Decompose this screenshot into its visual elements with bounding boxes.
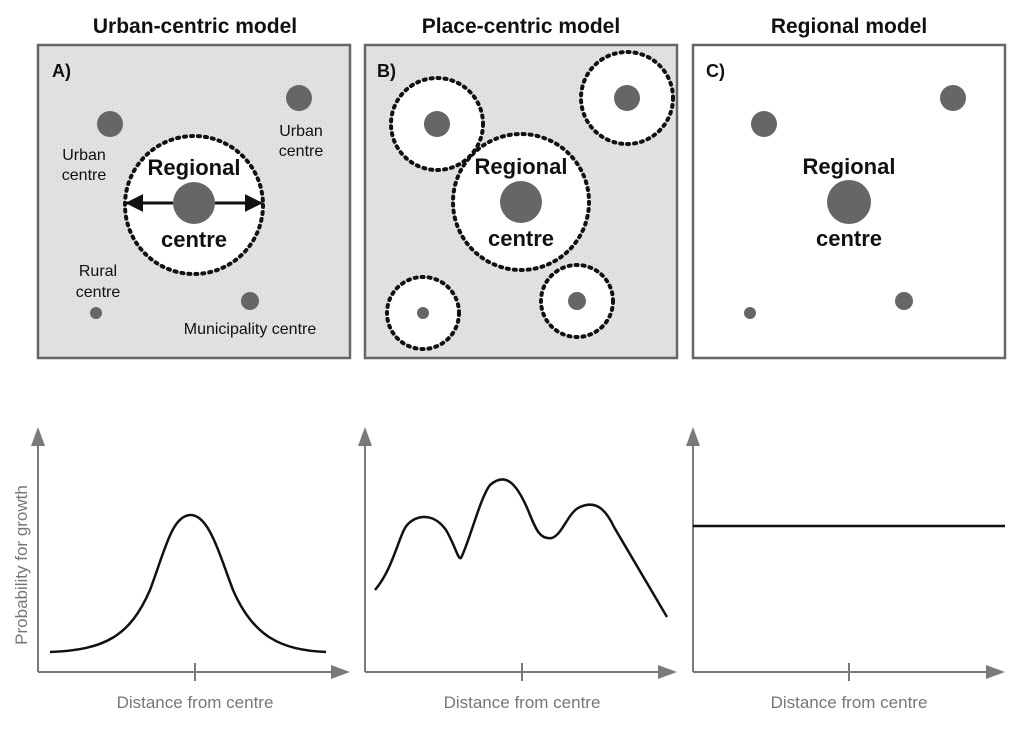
regional-label-line2: centre [488, 226, 554, 251]
regional-label-line2: centre [161, 227, 227, 252]
graph-b-x-label: Distance from centre [444, 693, 601, 712]
panel-a-letter: A) [52, 61, 71, 81]
rural-centre-dot [417, 307, 429, 319]
regional-centre-dot [500, 181, 542, 223]
urban-centre-left-line1: Urban [62, 147, 106, 164]
regional-label-line1: Regional [475, 154, 568, 179]
urban-centre-right-line1: Urban [279, 123, 323, 140]
urban-centre-right-dot [286, 85, 312, 111]
graph-b-x-arrowhead [658, 665, 677, 679]
regional-label-line1: Regional [148, 155, 241, 180]
panel-c-map: C) Regional centre [691, 43, 1007, 360]
panel-c-letter: C) [706, 61, 725, 81]
title-place-centric: Place-centric model [422, 15, 620, 38]
graph-a-x-arrowhead [331, 665, 350, 679]
graph-c-y-arrowhead [686, 427, 700, 446]
rural-centre-dot [744, 307, 756, 319]
municipality-centre-label: Municipality centre [184, 321, 317, 338]
title-regional: Regional model [771, 15, 927, 38]
urban-centre-left-dot [751, 111, 777, 137]
graph-b-y-arrowhead [358, 427, 372, 446]
graph-a-y-arrowhead [31, 427, 45, 446]
regional-centre-dot [173, 182, 215, 224]
municipality-centre-dot [568, 292, 586, 310]
title-urban-centric: Urban-centric model [93, 15, 297, 38]
urban-centre-left-dot [424, 111, 450, 137]
graph-b: Distance from centre [358, 427, 677, 712]
graph-c-x-arrowhead [986, 665, 1005, 679]
graph-b-growth-curve [374, 478, 669, 618]
regional-label-line2: centre [816, 226, 882, 251]
panel-b-letter: B) [377, 61, 396, 81]
panel-b-map: B) Regional centre [363, 43, 679, 360]
urban-centre-right-line2: centre [279, 143, 324, 160]
panel-a-map: A) Regional centre Urban centre Urban ce… [36, 43, 352, 360]
graph-a-growth-curve [49, 513, 327, 654]
graph-c: Distance from centre [686, 427, 1005, 712]
rural-centre-line1: Rural [79, 263, 117, 280]
urban-centre-right-dot [940, 85, 966, 111]
urban-centre-left-dot [97, 111, 123, 137]
graph-a-x-label: Distance from centre [117, 693, 274, 712]
urban-centre-right-dot [614, 85, 640, 111]
graph-a: Distance from centre Probability for gro… [12, 427, 350, 712]
graph-c-x-label: Distance from centre [771, 693, 928, 712]
regional-label-line1: Regional [803, 154, 896, 179]
municipality-centre-dot [895, 292, 913, 310]
municipality-centre-dot [241, 292, 259, 310]
rural-centre-line2: centre [76, 284, 121, 301]
urban-centre-left-line2: centre [62, 167, 107, 184]
regional-centre-dot [827, 180, 871, 224]
rural-centre-dot [90, 307, 102, 319]
graph-a-y-label: Probability for growth [12, 485, 31, 645]
